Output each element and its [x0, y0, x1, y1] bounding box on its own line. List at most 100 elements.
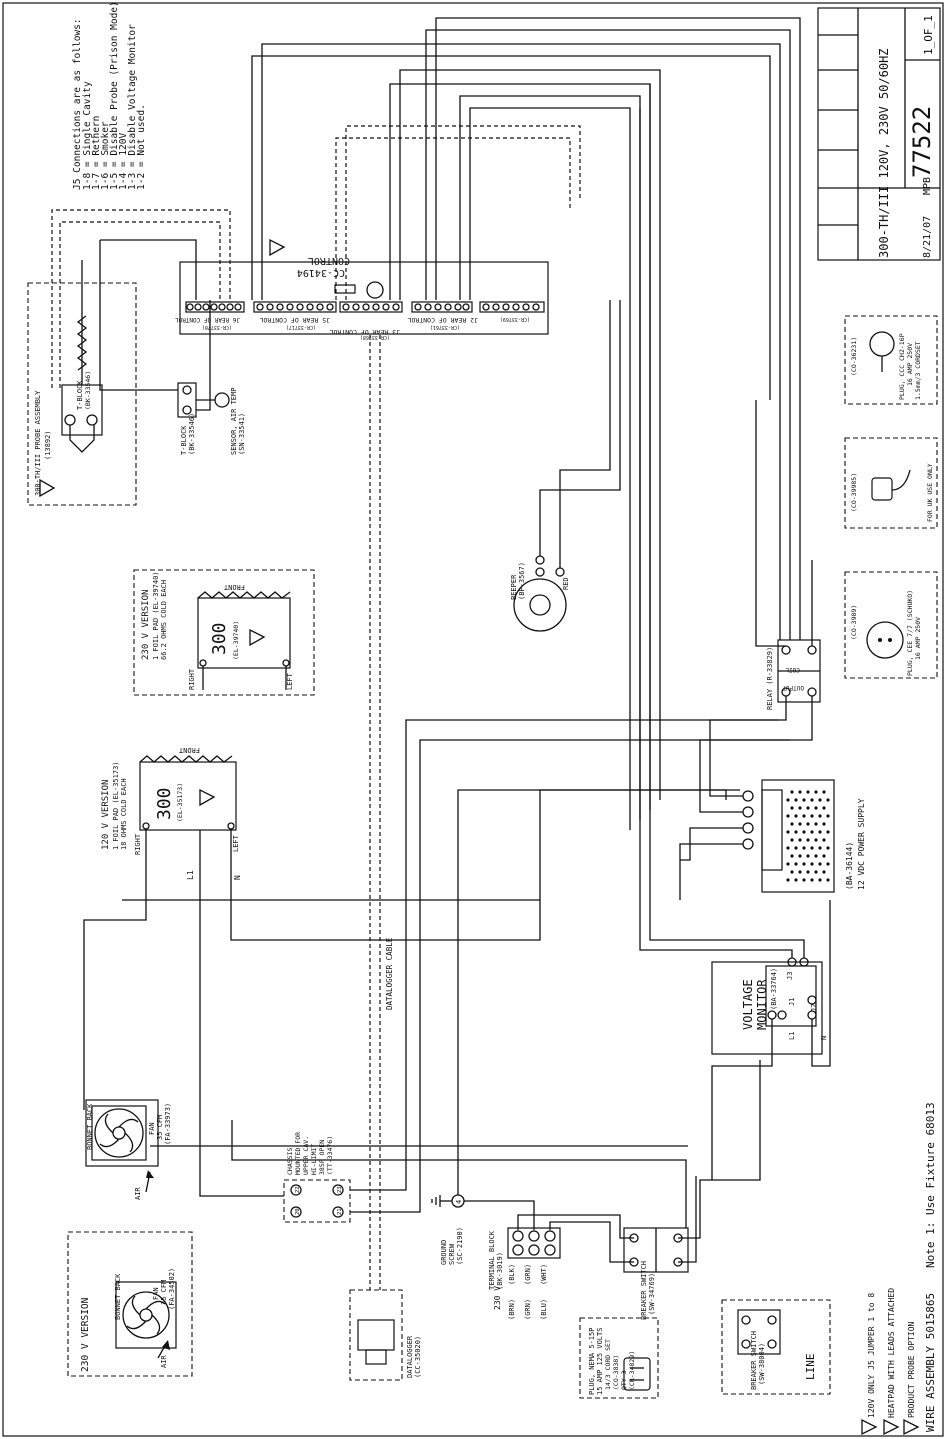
- heatpad-230-label: 300: [209, 622, 230, 655]
- plug-ccc-l2: 16 AMP 250V: [906, 343, 914, 386]
- plug-ccc: (CO-36231) PLUG, CCC CH2-16P 16 AMP 250V…: [844, 315, 938, 405]
- footnote-3: PRODUCT PROBE OPTION: [907, 1321, 916, 1418]
- chassis-l2: MOUNTED FOR: [294, 1132, 302, 1175]
- voltage-monitor-part: (BA-33764): [770, 968, 778, 1010]
- j5-note-line: 1-5 = Disable Probe (Prison Mode): [109, 1, 120, 190]
- fixture-note: Note 1: Use Fixture 68013: [924, 1102, 937, 1268]
- chassis-terminal-23: 23: [337, 1186, 343, 1193]
- voltage-monitor-j1: J1: [788, 998, 796, 1006]
- j3-label: J3 REAR OF CONTROL: [329, 328, 400, 336]
- heatpad-230-version: 230 V VERSION: [141, 590, 151, 660]
- fan-main-bonnet: BONNET BACK: [86, 1103, 94, 1150]
- sensor-tblock-part: (BK-33546): [188, 413, 196, 455]
- fan-230-bonnet: BONNET BACK: [114, 1273, 122, 1320]
- chassis-l5: 385F OPEN: [318, 1140, 326, 1175]
- breaker-230-name: BREAKER SWITCH: [750, 1331, 758, 1390]
- j1-connector: (CR-33769): [479, 301, 545, 322]
- j2-part: (CR-33761): [430, 324, 460, 330]
- plug-cee77: (CO-3989) PLUG, CEE 7/7 (SCHUKO) 16 AMP …: [844, 571, 938, 679]
- fan-230-cfm: 35 CFM: [160, 1280, 168, 1305]
- heatpad-230-part: (EL-39740): [232, 621, 240, 660]
- j6-connector: J6 REAR OF CONTROL (CR-33770): [175, 301, 245, 330]
- fan-main-part: (FA-33973): [164, 1103, 172, 1145]
- voltage-monitor: VOLTAGE MONITOR (BA-33764) J1 J2 J3 L1 N: [711, 957, 828, 1055]
- terminal-grn2: (GRN): [524, 1264, 532, 1285]
- datalogger-cable-label: DATALOGGER CABLE: [385, 937, 394, 1010]
- ground-screw-label: SCREW: [448, 1243, 456, 1265]
- fan-230-part: (FA-34502): [168, 1268, 176, 1310]
- voltage-monitor-n: N: [820, 1036, 828, 1040]
- j1-part: (CR-33769): [500, 316, 530, 322]
- plug-nema-l5: QTY 3: [620, 1370, 628, 1390]
- voltage-monitor-l1: L1: [788, 1032, 796, 1040]
- relay-coil: COIL: [785, 666, 800, 673]
- terminal-block-name: TERMINAL BLOCK: [488, 1230, 496, 1290]
- footnote-1: 120V ONLY J5 JUMPER 1 to 8: [867, 1293, 876, 1418]
- heatpad-120-right: RIGHT: [134, 833, 142, 855]
- drawing-number: 77522: [908, 106, 936, 178]
- heatpad-120-left: LEFT: [232, 834, 240, 852]
- fan-230-version: 230 V VERSION: [80, 1297, 91, 1372]
- ground-part: (SC-2190): [456, 1227, 464, 1265]
- probe-name: 300-TH/III PROBE ASSEMBLY: [34, 390, 42, 496]
- control-name: CONTROL: [308, 255, 350, 266]
- control-board: CONTROL CC-34194 J6 REAR OF CONTROL (CR-…: [175, 238, 549, 340]
- j5-label: J5 REAR OF CONTROL: [259, 316, 330, 324]
- heatpad-120-label: 300: [154, 787, 175, 820]
- j5-connector: J5 REAR OF CONTROL (CR-33717): [253, 301, 337, 330]
- j2-label: J2 REAR OF CONTROL: [407, 316, 478, 324]
- heatpad-120-desc2: 18 OHMS COLD EACH: [120, 778, 128, 850]
- probe-tblock: T-BLOCK: [76, 380, 84, 410]
- air-temp-sensor: T-BLOCK (BK-33546) SENSOR, AIR TEMP (SN-…: [177, 382, 246, 455]
- datalogger-name: DATALOGGER: [406, 1335, 414, 1378]
- plug-ccc-l1: PLUG, CCC CH2-16P: [898, 333, 906, 400]
- probe-assembly: 300-TH/III PROBE ASSEMBLY (13892) T-BLOC…: [27, 260, 137, 506]
- fan-230-air: AIR: [160, 1355, 168, 1368]
- power-supply-part: (BA-36144): [845, 842, 854, 890]
- j5-note-line: 1-7 = Rethern: [91, 116, 102, 190]
- drawn-date: 8/21/07: [922, 216, 933, 258]
- plug-nema-l4: (CO-3838): [612, 1355, 620, 1390]
- breaker-main-part: (SW-34769): [648, 1273, 656, 1315]
- control-part: CC-34194: [297, 267, 345, 278]
- j5-note-title: J5 Connections are as follows:: [72, 18, 83, 190]
- wiring: DATALOGGER CABLE: [51, 17, 831, 1290]
- footnotes: 120V ONLY J5 JUMPER 1 to 8 HEATPAD WITH …: [861, 1102, 937, 1436]
- terminal-block: TERMINAL BLOCK (BK-3019) 230 V (BRN) (GR…: [488, 1227, 561, 1320]
- relay-name: RELAY (R-33829): [766, 647, 774, 710]
- ground-screw: 4 GROUND SCREW (SC-2190): [431, 1194, 465, 1265]
- wire-l1-label: L1: [186, 870, 195, 880]
- sensor-tblock: T-BLOCK: [180, 425, 188, 455]
- j6-label: J6 REAR OF CONTROL: [175, 316, 240, 323]
- plug-cee77-l2: 16 AMP 250V: [914, 617, 922, 660]
- voltage-monitor-name2: MONITOR: [755, 979, 769, 1030]
- breaker-main-name: BREAKER SWITCH: [640, 1261, 648, 1320]
- drawn-by: MPB: [922, 177, 933, 195]
- chassis-terminal-22: 22: [295, 1186, 301, 1193]
- breaker-switch-main: BREAKER SWITCH (SW-34769): [623, 1227, 689, 1320]
- title-description: 300-TH/III 120V, 230V 50/60HZ: [877, 48, 891, 258]
- terminal-blk: (BLK): [508, 1264, 516, 1285]
- terminal-brn: (BRN): [508, 1299, 516, 1320]
- heatpad-230-front: FRONT: [223, 583, 245, 591]
- breaker-230-part: (SW-38004): [758, 1343, 766, 1385]
- heatpad-120-version: 120 V VERSION: [101, 780, 111, 850]
- fan-main: BONNET BACK FAN 35 CFM (FA-33973) AIR: [85, 1099, 172, 1200]
- j5-note-line: 1-2 = Not used.: [136, 104, 147, 190]
- j5-note-line: 1-8 = Single Cavity: [82, 81, 93, 190]
- beeper: BEEPER (BP-3567) RED: [510, 555, 570, 632]
- voltage-monitor-name1: VOLTAGE: [741, 979, 755, 1030]
- plug-ccc-l3: 1.5mm/3 CORDSET: [914, 341, 922, 400]
- j5-connections-note: J5 Connections are as follows: 1-8 = Sin…: [72, 1, 147, 190]
- wire-assembly-number: WIRE ASSEMBLY 5015865: [924, 1293, 937, 1432]
- sensor-part: (SN-33541): [238, 413, 246, 455]
- plug-nema-l6: (CR-34829): [628, 1351, 636, 1390]
- title-block: 300-TH/III 120V, 230V 50/60HZ 77522 1_OF…: [817, 7, 941, 261]
- plug-cee77-l1: PLUG, CEE 7/7 (SCHUKO): [906, 590, 914, 676]
- j5-note-line: 1-6 = Smoker: [100, 121, 111, 190]
- fan-main-air: AIR: [134, 1187, 142, 1200]
- footnote-2: HEATPAD WITH LEADS ATTACHED: [887, 1288, 896, 1418]
- power-supply: (BA-36144) 12 VDC POWER SUPPLY: [742, 779, 866, 893]
